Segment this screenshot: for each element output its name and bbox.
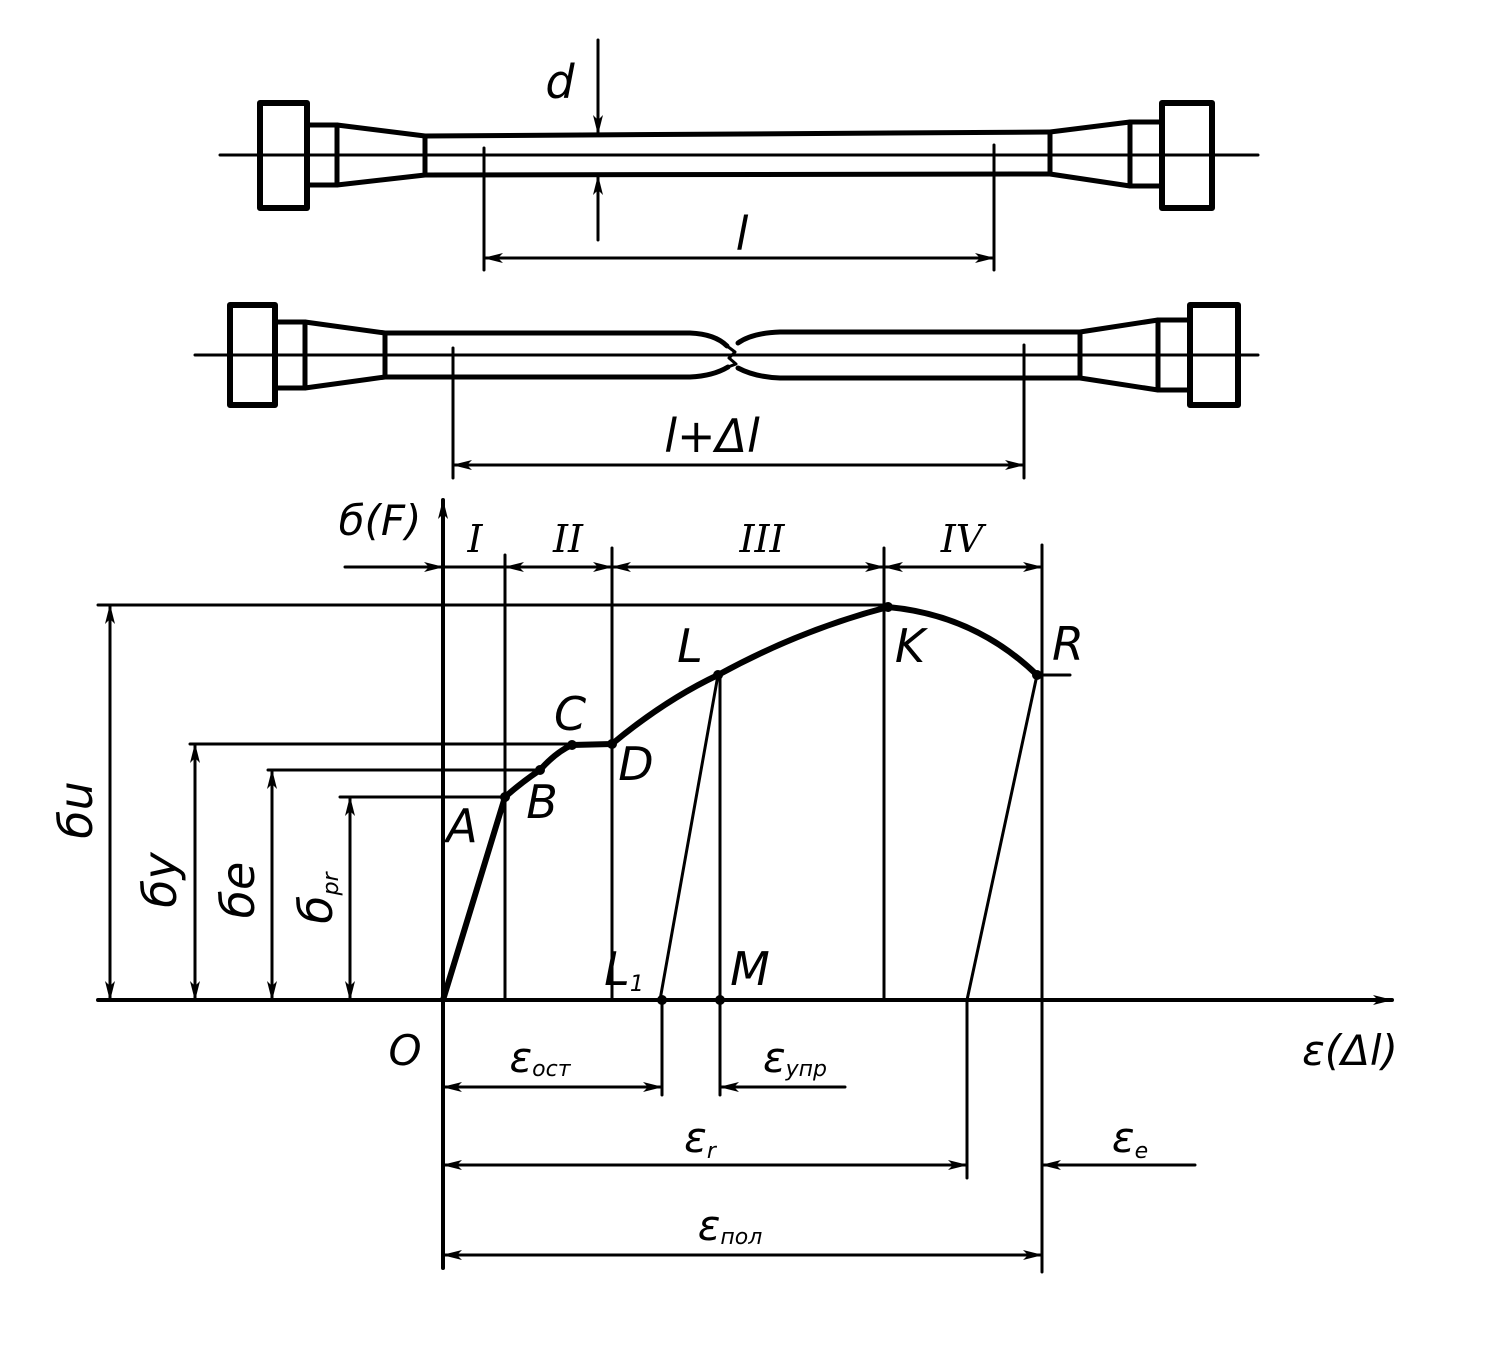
fracture-line: [725, 344, 738, 369]
label-B: B: [526, 775, 558, 829]
specimen2-left-grip: [227, 302, 388, 408]
point-C: [567, 740, 577, 750]
eps-r-label: εr: [684, 1113, 718, 1164]
diameter-label: d: [545, 55, 575, 109]
specimen-original: l d: [218, 38, 1260, 272]
point-D: [607, 739, 617, 749]
point-K: [883, 602, 893, 612]
zone-label-3: III: [738, 517, 785, 561]
svg-text:бy: бy: [133, 851, 187, 907]
specimen2-right-grip: [1077, 302, 1241, 408]
eps-ost-label: εост: [509, 1033, 571, 1082]
label-C: C: [554, 687, 586, 741]
specimen-top-edge: [422, 129, 1053, 139]
gauge-length-label: l: [736, 207, 749, 261]
label-M: M: [730, 942, 770, 996]
point-A: [500, 792, 510, 802]
specimen-bottom-edge: [422, 171, 1053, 178]
unloading-line-L: [658, 673, 720, 1002]
point-L1: [657, 995, 667, 1005]
eps-pol-label: εпол: [698, 1201, 763, 1250]
specimen-elongated: l+Δl: [193, 302, 1260, 480]
sigma-e-label: бe: [211, 862, 265, 919]
label-L1: L1: [604, 942, 644, 997]
sigma-u-label: бu: [49, 781, 103, 839]
zone-label-4: IV: [940, 517, 987, 561]
origin-label: O: [388, 1026, 421, 1075]
x-axis-label: ε(Δl): [1302, 1026, 1398, 1075]
point-L: [713, 670, 723, 680]
label-R: R: [1052, 617, 1084, 671]
eps-e-label: εe: [1112, 1113, 1148, 1164]
specimen-right-grip: [1047, 100, 1215, 211]
label-A: A: [443, 799, 477, 853]
specimen2-top-edge-left: [382, 330, 730, 349]
eps-upr-label: εупр: [763, 1033, 827, 1082]
svg-text:бe: бe: [211, 862, 265, 919]
specimen2-bottom-edge-left: [382, 364, 731, 380]
unloading-line-R: [965, 673, 1039, 1002]
svg-text:бu: бu: [49, 781, 103, 839]
chart: б(F) ε(Δl) O I II III IV бu бy: [49, 496, 1398, 1274]
y-axis-label: б(F): [339, 496, 422, 545]
sigma-y-label: бy: [133, 851, 187, 907]
label-L: L: [677, 619, 703, 673]
label-D: D: [618, 737, 653, 791]
specimen-left-grip: [257, 100, 428, 211]
sigma-pr-label: бpr: [289, 870, 344, 923]
point-M: [715, 995, 725, 1005]
zone-label-1: I: [466, 517, 483, 561]
specimen2-top-edge-right: [735, 329, 1083, 346]
specimen2-bottom-edge-right: [735, 365, 1083, 381]
point-B: [535, 765, 545, 775]
elongated-length-label: l+Δl: [664, 409, 760, 463]
label-K: K: [895, 619, 929, 673]
svg-text:бpr: бpr: [289, 870, 344, 923]
point-R: [1032, 670, 1042, 680]
zone-label-2: II: [552, 517, 584, 561]
